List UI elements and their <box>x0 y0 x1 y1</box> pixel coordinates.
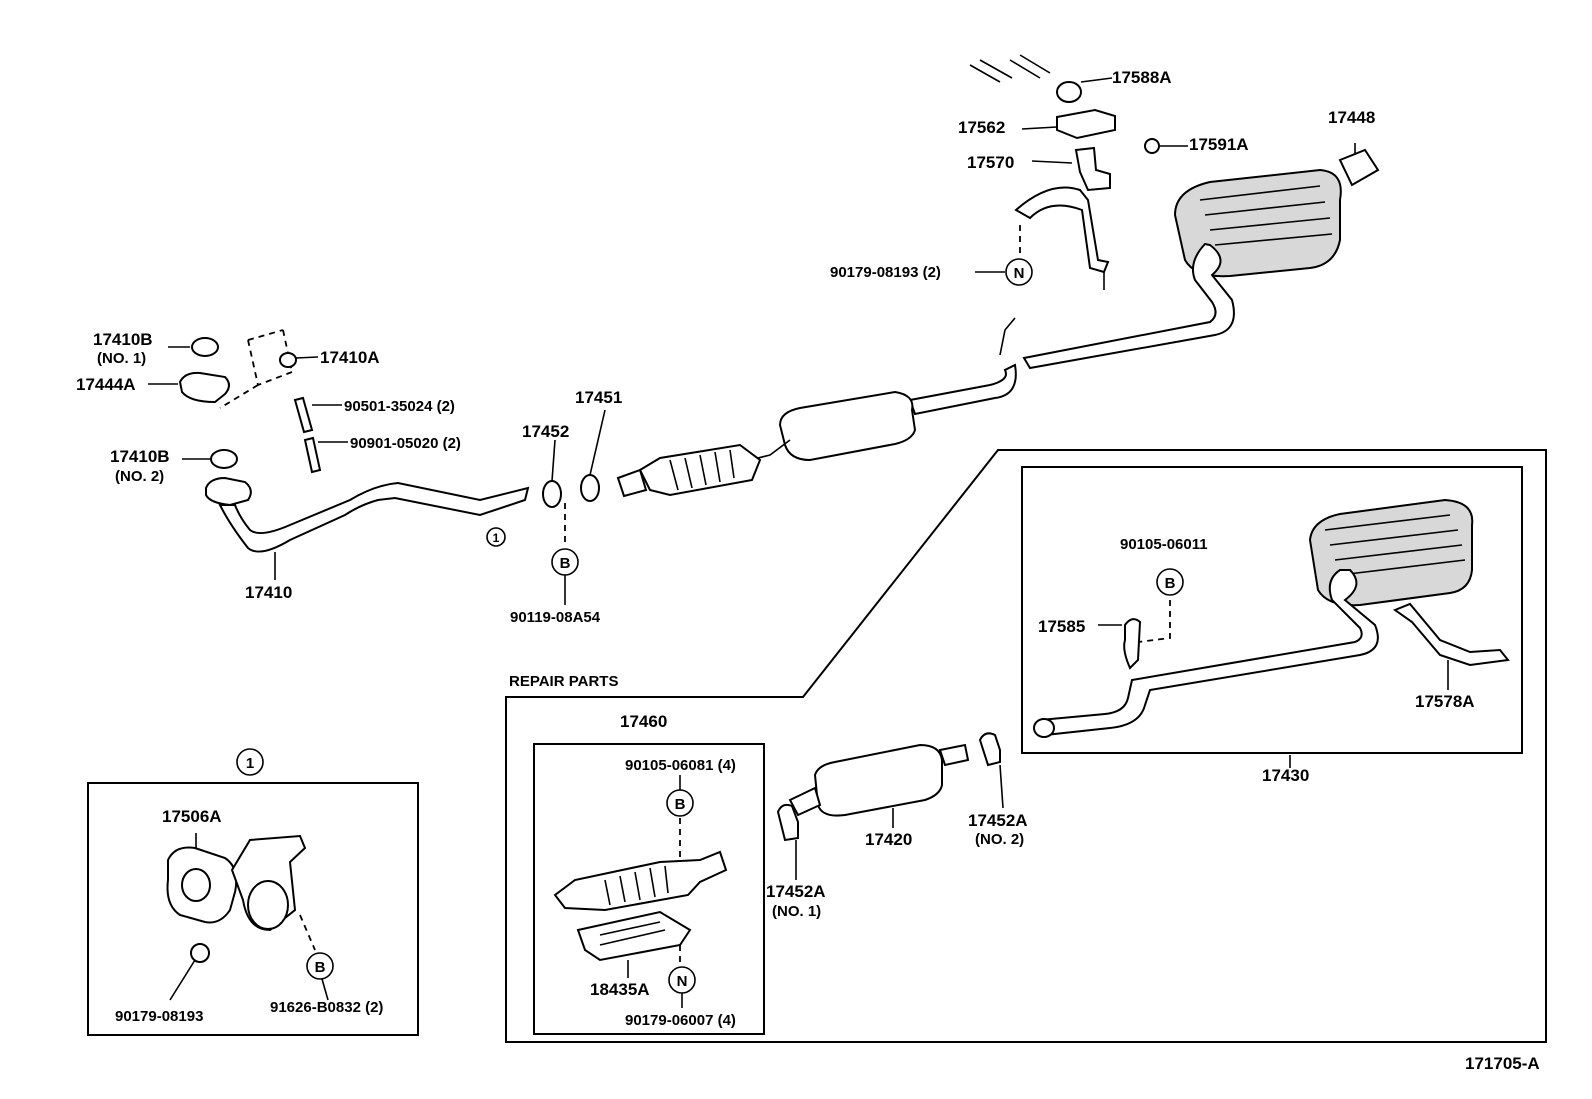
fastener-b-label-4: B <box>1165 575 1176 592</box>
cat-converter-repair <box>553 850 728 912</box>
label-repair-parts: REPAIR PARTS <box>509 673 618 690</box>
label-17448: 17448 <box>1328 108 1375 127</box>
label-17430: 17430 <box>1262 766 1309 785</box>
label-17452: 17452 <box>522 422 569 441</box>
label-17451: 17451 <box>575 388 622 407</box>
fastener-b-label-3: B <box>675 796 686 813</box>
label-17578A: 17578A <box>1415 692 1475 711</box>
fastener-b-marker-2 <box>306 952 334 980</box>
hanger-cluster: N <box>969 54 1380 290</box>
tail-pipe <box>1022 242 1235 370</box>
label-90119-08A54: 90119-08A54 <box>510 609 601 626</box>
label-17570: 17570 <box>967 153 1014 172</box>
tail-assembly-frame <box>1021 466 1523 754</box>
label-90105-06011: 90105-06011 <box>1120 536 1208 553</box>
hanger-17578A <box>1392 602 1510 667</box>
label-90901-05020: 90901-05020 (2) <box>350 435 461 452</box>
part-17588A <box>1056 81 1082 103</box>
label-17420: 17420 <box>865 830 912 849</box>
clamp-17452 <box>542 480 562 508</box>
label-90179-08193: 90179-08193 <box>115 1008 203 1025</box>
detail-1-marker-label: 1 <box>246 755 254 772</box>
label-90105-06081: 90105-06081 (4) <box>625 757 736 774</box>
label-17506A: 17506A <box>162 807 222 826</box>
detail-marker-1 <box>486 527 506 547</box>
label-no1: (NO. 1) <box>97 350 146 367</box>
nut-90179-08193 <box>190 943 210 963</box>
fastener-n-marker <box>1005 258 1033 286</box>
cat-assembly-frame <box>533 743 765 1035</box>
clamp-17452A-no1 <box>776 803 799 842</box>
catalytic-converter <box>638 443 762 497</box>
fastener-b-label-1: B <box>560 555 571 572</box>
clamp-17452A-no2 <box>978 732 1001 767</box>
nut-17410A <box>279 352 297 368</box>
detail-1-marker <box>236 748 264 776</box>
label-18435A: 18435A <box>590 980 650 999</box>
label-17410B-no2: 17410B <box>110 447 170 466</box>
spring-90501 <box>293 396 314 434</box>
bolt-90901 <box>303 436 322 474</box>
gasket-17451 <box>580 474 600 502</box>
flange-17444A <box>178 371 230 404</box>
detail-1-box: 1 B <box>87 748 419 1036</box>
fastener-n-label: N <box>1014 265 1025 282</box>
repair-parts-box: B N B <box>505 449 1547 1043</box>
label-no1-b: (NO. 1) <box>772 903 821 920</box>
label-no2-b: (NO. 2) <box>975 831 1024 848</box>
part-17591A <box>1144 138 1160 154</box>
label-17444A: 17444A <box>76 375 136 394</box>
label-90501-35024: 90501-35024 (2) <box>344 398 455 415</box>
heat-shield-18435A <box>576 910 692 962</box>
fastener-b-label-2: B <box>315 959 326 976</box>
part-17570 <box>1074 146 1111 192</box>
label-no2: (NO. 2) <box>115 468 164 485</box>
label-90179-08193-2: 90179-08193 (2) <box>830 264 941 281</box>
gasket-17410B-no2 <box>210 449 238 469</box>
label-91626-B0832: 91626-B0832 (2) <box>270 999 383 1016</box>
fastener-b-marker-4 <box>1156 568 1184 596</box>
gasket-17410B-no1 <box>191 337 219 357</box>
label-17585: 17585 <box>1038 617 1085 636</box>
hanger-bracket <box>1014 186 1110 274</box>
hanger-17585 <box>1123 618 1142 670</box>
muffler-17420 <box>813 743 943 817</box>
label-17410A: 17410A <box>320 348 380 367</box>
diagram-id: 171705-A <box>1465 1054 1540 1073</box>
label-17452A-no1: 17452A <box>766 882 826 901</box>
detail-1-frame <box>87 782 419 1036</box>
label-17588A: 17588A <box>1112 68 1172 87</box>
label-90179-06007: 90179-06007 (4) <box>625 1012 736 1029</box>
center-muffler <box>778 390 917 462</box>
part-17448 <box>1338 148 1380 187</box>
part-17562 <box>1056 108 1116 140</box>
part-labels: 17588A 17562 17591A 17448 17570 90179-08… <box>76 68 1540 1073</box>
detail-marker-1-label: 1 <box>493 531 500 545</box>
label-17460: 17460 <box>620 712 667 731</box>
center-pipe <box>908 363 1017 416</box>
label-17591A: 17591A <box>1189 135 1249 154</box>
label-17562: 17562 <box>958 118 1005 137</box>
fastener-n-label-2: N <box>677 973 688 990</box>
label-17410B-no1: 17410B <box>93 330 153 349</box>
front-pipe-17410 <box>218 481 530 553</box>
main-exhaust: B 1 <box>148 168 1342 605</box>
front-pipe-flange <box>205 476 252 507</box>
repair-parts-frame <box>505 449 1547 1043</box>
label-17410: 17410 <box>245 583 292 602</box>
label-17452A-no2: 17452A <box>968 811 1028 830</box>
